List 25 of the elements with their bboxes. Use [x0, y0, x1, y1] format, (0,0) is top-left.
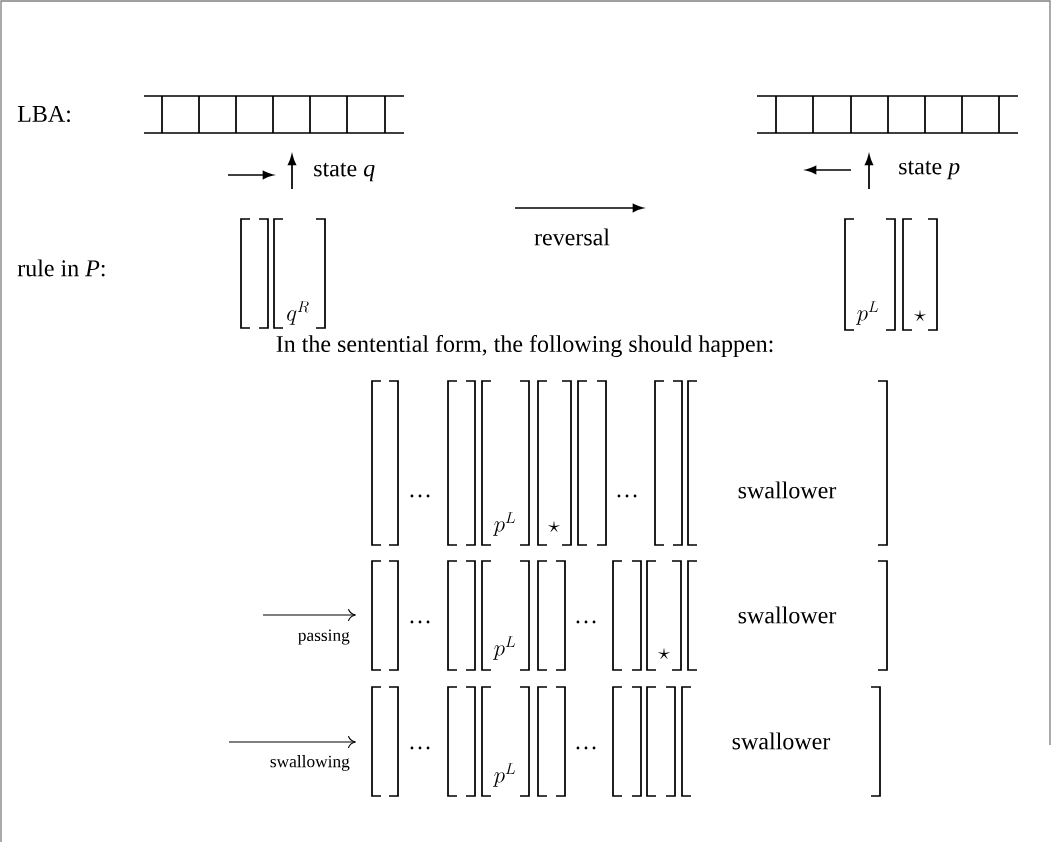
text-label: …	[576, 746, 596, 750]
math-symbol: $\star$	[548, 521, 560, 532]
text-label: reversal	[534, 228, 610, 246]
text-label: In the sentential form, the following should happen:	[276, 334, 773, 358]
text-label: passing	[298, 629, 350, 645]
text-label: swallower	[738, 606, 837, 624]
text-label: LBA:	[17, 105, 70, 123]
text-label: …	[617, 494, 637, 498]
text-label: swallower	[732, 732, 831, 750]
text-label: …	[410, 746, 430, 750]
text-label: rule in P:	[17, 259, 105, 277]
math-symbol: $p^L$	[492, 512, 516, 536]
math-symbol: $\star$	[914, 310, 926, 321]
math-symbol: $p^L$	[855, 301, 879, 325]
math-symbol: $p^L$	[492, 636, 516, 660]
text-label: swallower	[738, 481, 837, 499]
text-label: state p	[899, 160, 960, 180]
text-label: state q	[314, 162, 375, 182]
math-symbol: $p^L$	[492, 763, 516, 787]
text-label: …	[576, 620, 596, 624]
text-label: …	[410, 620, 430, 624]
text-label: swallowing	[270, 755, 350, 771]
math-symbol: $q^R$	[287, 301, 309, 325]
text-label: …	[410, 494, 430, 498]
math-symbol: $\star$	[658, 648, 670, 659]
